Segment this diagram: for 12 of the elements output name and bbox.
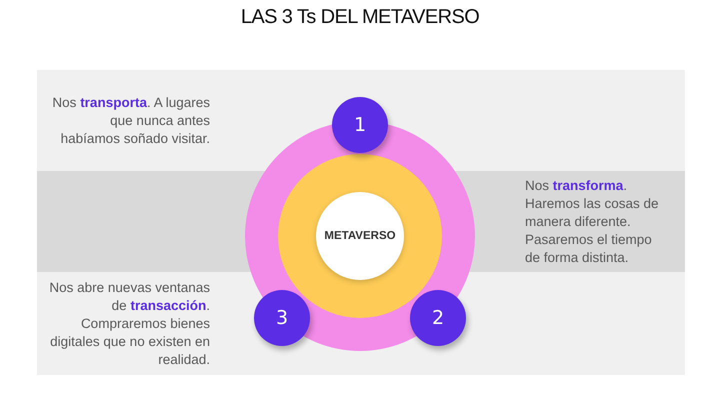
description-text: Nos abre nuevas ventanas de transacción. Compraremos bienes digitales que no existen en realidad. bbox=[48, 278, 210, 368]
title-heading: LAS 3 Ts DEL METAVERSO bbox=[240, 6, 480, 29]
step-number: 3 bbox=[276, 307, 288, 329]
description-text: Nos transforma. Haremos las cosas de manera diferente. Pasaremos el tiempo de forma distinta. bbox=[525, 176, 660, 266]
band-background bbox=[37, 70, 685, 171]
band-background bbox=[453, 171, 685, 272]
step-number: 1 bbox=[354, 114, 366, 136]
description-text: Nos transporta. A lugares que nunca antes habíamos soñado visitar. bbox=[51, 94, 210, 148]
step-number: 2 bbox=[432, 307, 444, 329]
band-background bbox=[37, 272, 266, 375]
number-circle bbox=[332, 97, 388, 153]
center-label: METAVERSO bbox=[324, 230, 396, 242]
